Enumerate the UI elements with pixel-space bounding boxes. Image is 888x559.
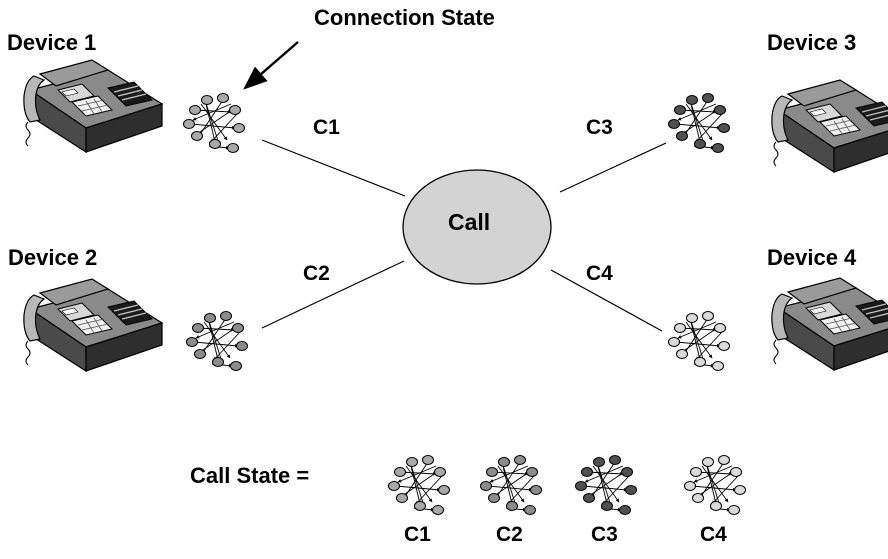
- call-state-c4-label: C4: [700, 523, 727, 546]
- device-1-phone-icon: [23, 59, 163, 153]
- pointer-arrow: [243, 41, 299, 90]
- connection-c4-state-icon: [669, 312, 730, 371]
- link-c3: [559, 142, 667, 193]
- connection-c1-label: C1: [313, 116, 340, 139]
- call-state-c2-label: C2: [496, 523, 523, 546]
- connection-c4-label: C4: [586, 262, 613, 285]
- device-3-label: Device 3: [767, 30, 857, 55]
- call-label: Call: [448, 209, 491, 235]
- device-1-label: Device 1: [7, 30, 97, 55]
- call-state-c3-icon: [576, 456, 637, 515]
- device-2-phone-icon: [23, 278, 163, 372]
- device-4-phone-icon: [771, 277, 888, 371]
- connection-c2-state-icon: [187, 312, 248, 371]
- connection-c1-state-icon: [184, 94, 245, 153]
- call-state-c3-label: C3: [591, 523, 618, 546]
- link-c2: [261, 260, 405, 329]
- call-state-c1-label: C1: [404, 523, 431, 546]
- connection-state-label: Connection State: [314, 5, 495, 30]
- link-c1: [261, 139, 406, 197]
- call-state-label: Call State =: [190, 463, 310, 488]
- connection-c3-label: C3: [586, 116, 613, 139]
- device-3-phone-icon: [771, 79, 888, 173]
- call-state-c2-icon: [481, 456, 542, 515]
- device-4-label: Device 4: [767, 245, 857, 270]
- call-state-c4-icon: [685, 456, 746, 515]
- link-c4: [550, 269, 663, 332]
- device-2-label: Device 2: [8, 245, 98, 270]
- call-state-c1-icon: [389, 456, 450, 515]
- connection-links: [261, 139, 667, 332]
- connection-c3-state-icon: [669, 94, 730, 153]
- call-ellipse: [402, 169, 552, 285]
- connection-c2-label: C2: [303, 262, 330, 285]
